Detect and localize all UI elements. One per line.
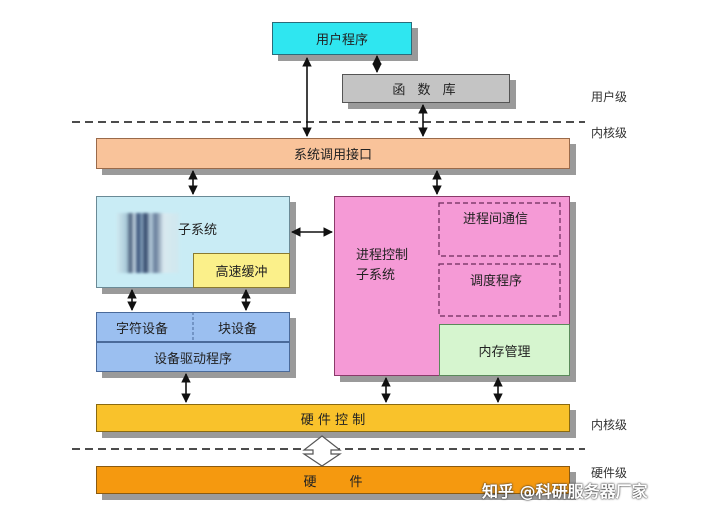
user-level-label: 用户级 bbox=[591, 90, 628, 104]
watermark: 知乎 @科研服务器厂家 bbox=[482, 482, 648, 501]
hardware-control-box: 硬 件 控 制 bbox=[96, 404, 570, 432]
user-program-box: 用户程序 bbox=[272, 22, 412, 55]
cache-box: 高速缓冲 bbox=[193, 253, 290, 288]
device-driver-label: 设备驱动程序 bbox=[153, 351, 232, 367]
cache-label: 高速缓冲 bbox=[215, 265, 268, 280]
process-control-label: 进程控制 子系统 bbox=[356, 248, 409, 283]
function-library-box: 函 数 库 bbox=[342, 74, 510, 103]
kernel-level-top-label: 内核级 bbox=[591, 126, 628, 140]
user-program-label: 用户程序 bbox=[315, 33, 368, 48]
syscall-interface-box: 系统调用接口 bbox=[96, 138, 570, 169]
memory-mgmt-box: 内存管理 bbox=[439, 324, 570, 376]
scheduler-label: 调度程序 bbox=[470, 274, 523, 289]
syscall-interface-label: 系统调用接口 bbox=[293, 148, 372, 163]
hardware-box: 硬 件 bbox=[96, 466, 570, 494]
function-library-label: 函 数 库 bbox=[392, 83, 460, 98]
block-device-label: 块设备 bbox=[218, 322, 258, 337]
hardware-label: 硬 件 bbox=[303, 474, 363, 490]
ipc-label: 进程间通信 bbox=[463, 212, 529, 227]
device-driver-box: 设备驱动程序 bbox=[96, 342, 290, 372]
hardware-level-label: 硬件级 bbox=[591, 466, 628, 480]
kernel-level-bottom-label: 内核级 bbox=[591, 418, 628, 432]
hardware-control-label: 硬 件 控 制 bbox=[300, 412, 366, 428]
file-subsystem-label: 子系统 bbox=[178, 223, 218, 238]
blurred-region bbox=[117, 213, 179, 273]
memory-mgmt-label: 内存管理 bbox=[478, 344, 531, 360]
char-device-label: 字符设备 bbox=[116, 322, 169, 337]
